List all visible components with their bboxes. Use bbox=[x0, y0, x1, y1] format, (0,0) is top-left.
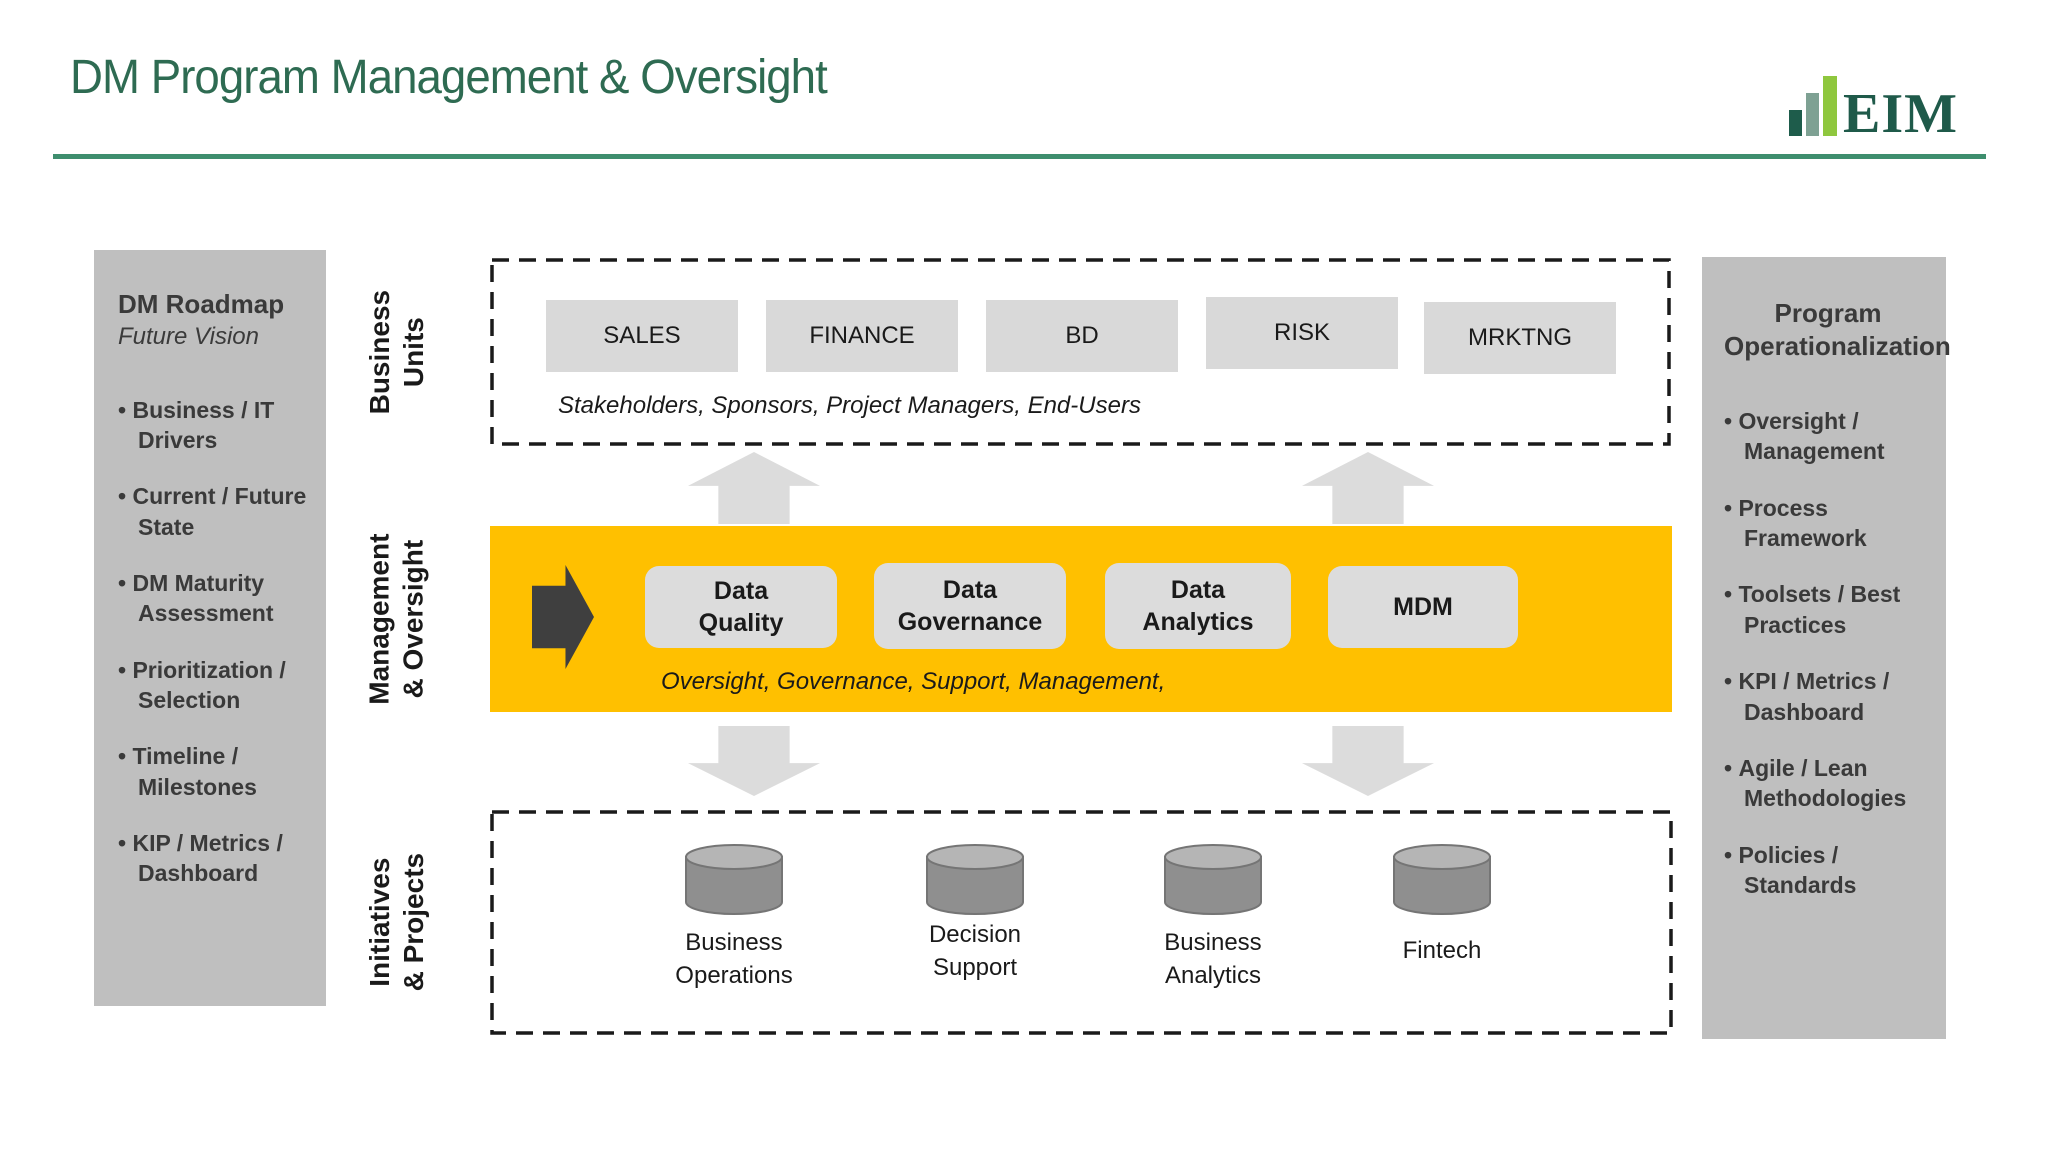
list-item: Process Framework bbox=[1724, 493, 1932, 554]
down-arrow-icon bbox=[688, 726, 820, 796]
business-unit-box-mrktng: MRKTNG bbox=[1424, 302, 1616, 374]
list-item: KIP / Metrics / Dashboard bbox=[118, 828, 312, 889]
list-item: Prioritization / Selection bbox=[118, 655, 312, 716]
box-label: BD bbox=[1065, 322, 1099, 349]
band-label-text: Initiatives & Projects bbox=[363, 853, 429, 992]
list-item: Timeline / Milestones bbox=[118, 741, 312, 802]
database-icon bbox=[926, 844, 1024, 915]
list-item: Current / Future State bbox=[118, 481, 312, 542]
dm-roadmap-subtitle: Future Vision bbox=[118, 322, 259, 350]
initiatives-projects-dashed-box bbox=[490, 810, 1673, 1035]
band-label-text: Management & Oversight bbox=[363, 533, 429, 705]
up-arrow-icon bbox=[1302, 452, 1434, 524]
dm-roadmap-list: Business / IT Drivers Current / Future S… bbox=[118, 395, 312, 889]
initiative-label-fintech: Fintech bbox=[1402, 937, 1482, 964]
box-label: Data Quality bbox=[698, 576, 784, 638]
box-label: Data Analytics bbox=[1142, 575, 1254, 637]
initiative-label-business-operations: Business Operations bbox=[675, 929, 793, 990]
band-label-text: Business Units bbox=[363, 289, 429, 415]
box-label: MDM bbox=[1393, 592, 1453, 621]
program-operationalization-panel: Program Operationalization Oversight / M… bbox=[1702, 257, 1951, 1039]
box-label: RISK bbox=[1273, 319, 1330, 346]
list-item: DM Maturity Assessment bbox=[118, 568, 312, 629]
business-unit-box-finance: FINANCE bbox=[766, 300, 958, 372]
list-item: Agile / Lean Methodologies bbox=[1724, 753, 1932, 814]
down-arrow-icon bbox=[1302, 726, 1434, 796]
business-units-caption: Stakeholders, Sponsors, Project Managers… bbox=[558, 392, 1141, 419]
logo-bar-chart-icon bbox=[1789, 110, 1802, 136]
list-item: Toolsets / Best Practices bbox=[1724, 579, 1932, 640]
mo-box-mdm: MDM bbox=[1328, 566, 1518, 648]
list-item: Policies / Standards bbox=[1724, 840, 1932, 901]
business-units-band-label: Business Units bbox=[322, 258, 472, 446]
company-logo: EIM bbox=[1789, 72, 2029, 145]
mo-box-data-quality: Data Quality bbox=[645, 566, 837, 648]
page-title: DM Program Management & Oversight bbox=[70, 51, 828, 104]
list-item: Business / IT Drivers bbox=[118, 395, 312, 456]
business-unit-box-risk: RISK bbox=[1206, 297, 1398, 369]
business-unit-box-sales: SALES bbox=[546, 300, 738, 372]
initiative-label-decision-support: Decision Support bbox=[928, 921, 1022, 982]
logo-text: EIM bbox=[1843, 83, 1958, 145]
database-icon bbox=[1393, 844, 1491, 915]
mo-box-data-analytics: Data Analytics bbox=[1105, 563, 1291, 649]
box-label: Data Governance bbox=[897, 575, 1043, 637]
list-item: Oversight / Management bbox=[1724, 406, 1932, 467]
logo-bar-chart-icon bbox=[1806, 93, 1819, 136]
management-oversight-band-label: Management & Oversight bbox=[322, 526, 472, 712]
box-label: FINANCE bbox=[809, 322, 915, 349]
business-unit-box-bd: BD bbox=[986, 300, 1178, 372]
box-label: MRKTNG bbox=[1468, 324, 1572, 351]
up-arrow-icon bbox=[688, 452, 820, 524]
initiative-label-business-analytics: Business Analytics bbox=[1164, 929, 1262, 990]
dm-roadmap-panel: DM Roadmap Future Vision Business / IT D… bbox=[94, 250, 326, 1006]
business-units-dashed-box bbox=[490, 258, 1671, 446]
management-caption: Oversight, Governance, Support, Manageme… bbox=[661, 668, 1166, 695]
dm-roadmap-title: DM Roadmap bbox=[118, 289, 285, 319]
box-label: SALES bbox=[603, 322, 681, 349]
initiatives-projects-band-label: Initiatives & Projects bbox=[322, 810, 472, 1035]
mo-box-data-governance: Data Governance bbox=[874, 563, 1066, 649]
list-item: KPI / Metrics / Dashboard bbox=[1724, 666, 1932, 727]
database-icon bbox=[685, 844, 783, 915]
database-icon bbox=[1164, 844, 1262, 915]
title-underline bbox=[53, 154, 1986, 159]
program-operationalization-list: Oversight / Management Process Framework… bbox=[1724, 406, 1932, 900]
logo-bar-chart-icon bbox=[1823, 76, 1837, 136]
program-operationalization-title: Program Operationalization bbox=[1724, 298, 1951, 361]
